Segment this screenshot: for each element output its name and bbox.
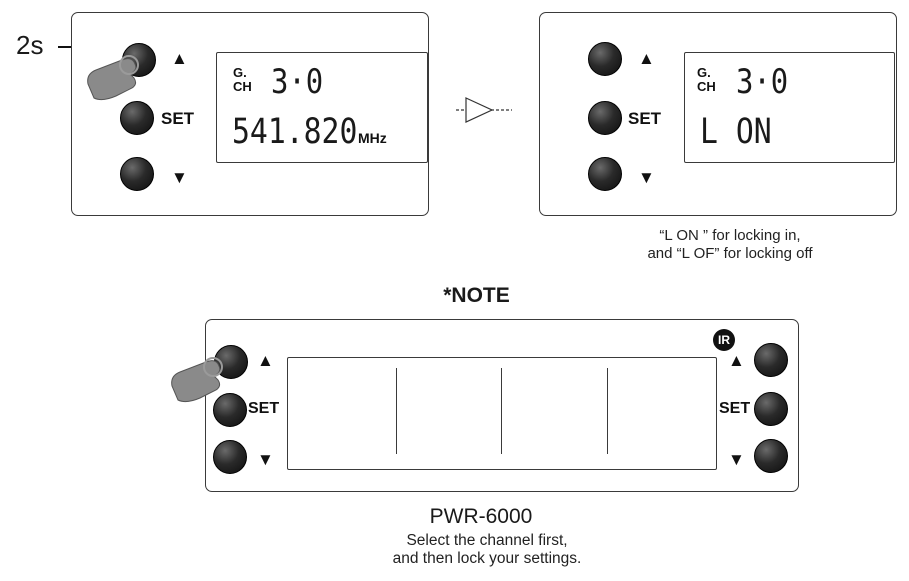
frequency-unit: MHz [358,130,387,146]
lock-caption: “L ON ” for locking in, and “L OF” for l… [580,227,880,263]
channel-readout: 3·0 [736,62,789,102]
pressing-hand-icon [171,357,223,403]
right-down-button[interactable] [754,439,788,473]
down-button[interactable] [588,157,622,191]
up-arrow-icon: ▲ [171,49,188,68]
pressing-hand-icon [87,55,139,101]
lock-status-readout: L ON [700,112,772,152]
display-divider [396,368,398,454]
note-title: *NOTE [443,284,510,307]
press-duration-label: 2s [16,30,44,60]
set-label: SET [248,400,280,417]
channel-label: CH [697,79,716,94]
model-name: PWR-6000 [429,505,533,528]
lcd-display-before [216,52,428,163]
lock-caption-line-2: and “L OF” for locking off [647,245,813,262]
left-down-button[interactable] [213,440,247,474]
down-arrow-icon: ▼ [171,168,188,187]
down-arrow-icon: ▼ [638,168,655,187]
lock-caption-line-1: “L ON ” for locking in, [659,227,801,244]
up-arrow-icon: ▲ [728,351,745,370]
set-label: SET [719,400,751,417]
down-button[interactable] [120,157,154,191]
group-label: G. [233,65,247,80]
down-arrow-icon: ▼ [257,450,274,469]
up-button[interactable] [588,42,622,76]
channel-label: CH [233,79,252,94]
right-set-button[interactable] [754,392,788,426]
note-caption: Select the channel first, and then lock … [337,532,637,568]
note-caption-line-1: Select the channel first, [406,532,568,549]
channel-readout: 3·0 [271,62,324,102]
set-label: SET [628,109,662,128]
up-arrow-icon: ▲ [257,351,274,370]
ir-sensor-icon: IR [713,329,735,351]
right-up-button[interactable] [754,343,788,377]
note-caption-line-2: and then lock your settings. [392,550,582,567]
lcd-display-after [684,52,895,163]
display-divider [501,368,503,454]
group-label: G. [697,65,711,80]
up-arrow-icon: ▲ [638,49,655,68]
down-arrow-icon: ▼ [728,450,745,469]
set-button[interactable] [588,101,622,135]
display-divider [607,368,609,454]
frequency-readout: 541.820 [232,112,358,152]
set-button[interactable] [120,101,154,135]
transition-arrow-icon [456,97,512,123]
left-set-button[interactable] [213,393,247,427]
set-label: SET [161,109,195,128]
